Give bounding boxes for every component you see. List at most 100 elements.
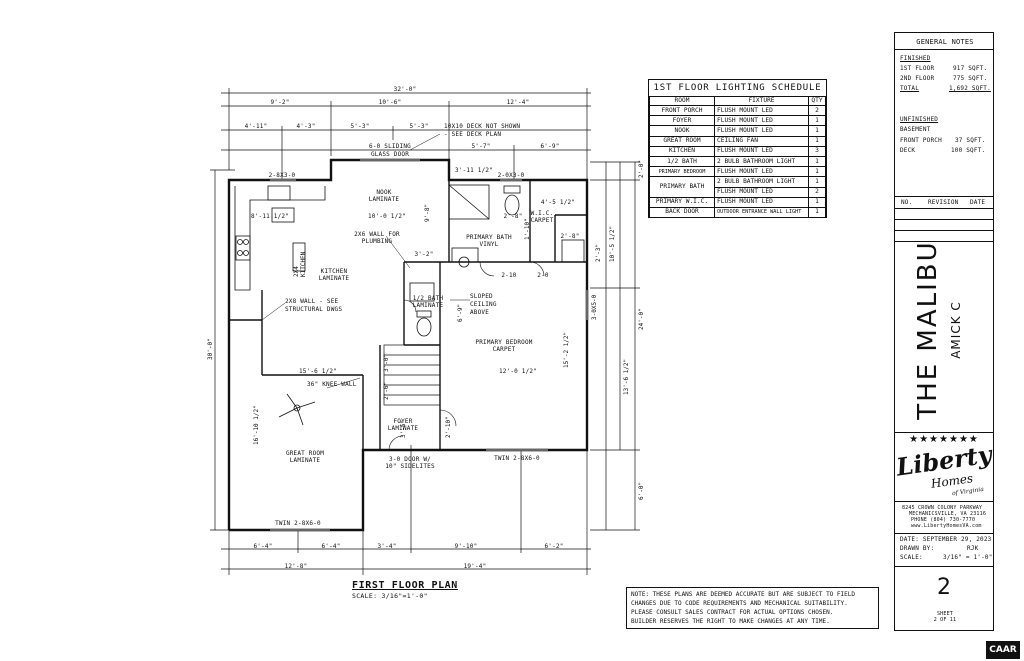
structural-wall-2: STRUCTURAL DWGS <box>285 306 343 313</box>
sheet-of: 2 OF 11 <box>933 617 957 623</box>
twin-window-left: TWIN 2-8X6-0 <box>275 520 321 527</box>
finished-row-label: 2ND FLOOR <box>900 75 935 82</box>
foyer-floor: LAMINATE <box>387 425 419 432</box>
elevation-name: AMICK C <box>949 301 963 359</box>
plumbing-wall-label-2: PLUMBING <box>361 238 393 245</box>
entry-door-label-2: 10" SIDELITES <box>385 463 435 470</box>
finished-row-value: 1,692 SQFT. <box>949 85 991 92</box>
col-header-room: ROOM <box>649 96 715 106</box>
door-2-10: 2-10 <box>501 272 517 279</box>
great-room-label: GREAT ROOM <box>285 450 325 457</box>
sloped-ceiling-2: CEILING <box>470 301 497 308</box>
dim-3-5: 3'-5" <box>400 419 407 438</box>
dim-6-9: 6'-9" <box>457 303 464 322</box>
unfinished-row-value: 37 SQFT. <box>955 137 986 144</box>
fixture-cell: FLUSH MOUNT LED <box>714 125 809 137</box>
qty-cell: 1 <box>808 206 826 219</box>
dim-bottom-5: 6'-2" <box>544 543 564 550</box>
dim-2-8: 2'-8" <box>503 213 523 220</box>
lighting-schedule-title: 1ST FLOOR LIGHTING SCHEDULE <box>649 80 826 97</box>
fixture-cell: FLUSH MOUNT LED <box>714 166 809 178</box>
primary-bath-label: PRIMARY BATH <box>466 234 512 241</box>
house-name: THE MALIBU <box>913 240 943 420</box>
dim-right-3: 24'-0" <box>638 308 645 330</box>
plumbing-wall-label-1: 2X6 WALL FOR <box>354 231 400 238</box>
dim-8-11: 8'-11 1/2" <box>250 213 290 220</box>
scale-value: 3/16" = 1'-0" <box>943 554 993 561</box>
fixture-cell: FLUSH MOUNT LED <box>714 196 809 208</box>
address-line: MECHANICSVILLE, VA 23116 <box>909 511 987 517</box>
caar-watermark: CAAR <box>986 641 1020 659</box>
dim-3-0: 3'-0" <box>383 353 390 372</box>
dim-bottom-4: 9'-10" <box>454 543 478 550</box>
sliding-door-label-2: GLASS DOOR <box>370 151 410 158</box>
dim-3-11: 3'-11 1/2" <box>454 167 494 174</box>
room-cell: NOOK <box>649 125 715 137</box>
fixture-cell: FLUSH MOUNT LED <box>714 186 809 198</box>
title-block-divider <box>895 501 993 502</box>
room-cell: BACK DOOR <box>649 206 715 219</box>
dim-top-3: 12'-4" <box>506 99 530 106</box>
qty-cell: 1 <box>808 125 826 137</box>
fixture-cell: 2 BULB BATHROOM LIGHT <box>714 176 809 188</box>
ceiling-fan <box>278 393 316 426</box>
deck-note-line2: - SEE DECK PLAN <box>444 131 502 138</box>
dim-bottom-2: 6'-4" <box>321 543 341 550</box>
disclaimer-note: NOTE: THESE PLANS ARE DEEMED ACCURATE BU… <box>626 587 879 629</box>
dim-2-8b: 2'-8" <box>560 233 580 240</box>
unfinished-row-label: DECK <box>900 147 916 154</box>
dim-right-4: 13'-6 1/2" <box>623 358 630 395</box>
qty-cell: 1 <box>808 135 826 147</box>
sheet-number: 2 <box>937 575 951 600</box>
dim-4-5: 4'-5 1/2" <box>540 199 576 206</box>
room-cell: PRIMARY BEDROOM <box>649 166 715 178</box>
dim-top-1: 9'-2" <box>270 99 290 106</box>
room-cell: PRIMARY BATH <box>649 176 715 198</box>
title-block-divider <box>895 432 993 433</box>
room-cell: FRONT PORCH <box>649 104 715 117</box>
dim-2-6: 2'-6" <box>383 381 390 400</box>
dim-2-10: 2'-10" <box>445 416 452 438</box>
fixture-cell: OUTDOOR ENTRANCE WALL LIGHT <box>714 206 809 219</box>
dim-15-6: 15'-6 1/2" <box>298 368 338 375</box>
title-block: GENERAL NOTES FINISHED 1ST FLOOR 917 SQF… <box>894 32 994 631</box>
drawn-by-value: RJK <box>967 545 979 552</box>
finished-row-label: 1ST FLOOR <box>900 65 935 72</box>
logo-stars-icon: ★★★★★★★ <box>909 434 979 445</box>
bath-window-label: 2-0X3-0 <box>497 172 525 179</box>
fixture-cell: FLUSH MOUNT LED <box>714 104 809 117</box>
dim-overall-width: 32'-0" <box>393 86 417 93</box>
dim-top-7: 5'-3" <box>409 123 429 130</box>
title-block-divider <box>895 49 993 50</box>
dim-16-10: 16'-10 1/2" <box>253 405 260 445</box>
dim-2-3: 2'-3" <box>595 243 602 262</box>
finished-row-label: TOTAL <box>900 85 920 92</box>
unfinished-row-value: 100 SQFT. <box>951 147 986 154</box>
foyer-label: FOYER <box>393 418 413 425</box>
address-line: 8245 CROWN COLONY PARKWAY <box>902 505 983 511</box>
title-block-divider <box>895 566 993 567</box>
fixture-cell: FLUSH MOUNT LED <box>714 115 809 127</box>
disclaimer-line: CHANGES DUE TO CODE REQUIREMENTS AND MEC… <box>631 600 848 607</box>
room-cell: PRIMARY W.I.C. <box>649 196 715 208</box>
room-cell: GREAT ROOM <box>649 135 715 147</box>
sheet-date: DATE: SEPTEMBER 29, 2023 <box>900 536 992 543</box>
finished-heading: FINISHED <box>900 55 931 62</box>
primary-bedroom-floor: CARPET <box>492 346 516 353</box>
dim-3-2: 3'-2" <box>414 251 434 258</box>
col-header-qty: QTY <box>808 96 826 106</box>
nook-label: NOOK <box>376 189 392 196</box>
bath-fixtures <box>409 184 585 337</box>
revision-col-revision: REVISION <box>928 199 959 206</box>
room-cell: FOYER <box>649 115 715 127</box>
dim-overall-depth: 30'-0" <box>207 338 214 360</box>
right-dimension-lines <box>590 161 640 531</box>
title-block-divider <box>895 533 993 534</box>
half-bath-floor: LAMINATE <box>412 302 444 309</box>
wic-floor-label: CARPET <box>530 217 554 224</box>
